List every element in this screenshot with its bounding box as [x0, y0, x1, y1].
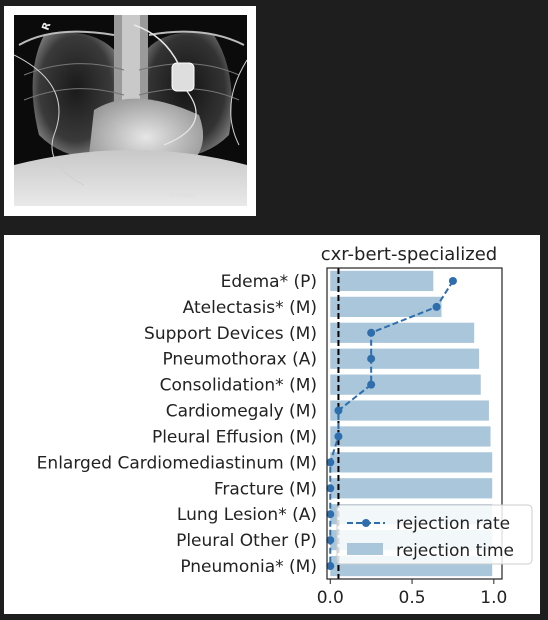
bar [330, 348, 480, 369]
chest-xray-image: R PORTABLE [14, 15, 247, 206]
legend: rejection rate rejection time [336, 504, 533, 565]
bar [330, 296, 442, 317]
y-tick-label: Cardiomegaly (M) [166, 402, 317, 422]
chart-panel: cxr-bert-specialized Edema* (P) Atelectas… [4, 235, 540, 614]
x-tick-label: 0.5 [399, 588, 426, 608]
series-line-rejection-rate [329, 280, 454, 567]
legend-box [336, 504, 533, 565]
y-tick-label: Fracture (M) [214, 479, 317, 499]
y-tick-label: Pleural Effusion (M) [152, 427, 317, 447]
point [326, 536, 335, 545]
x-tick-label: 1.0 [480, 588, 507, 608]
point [334, 406, 343, 415]
rejection-chart: cxr-bert-specialized Edema* (P) Atelectas… [37, 244, 533, 608]
bar [330, 478, 493, 499]
legend-bar-swatch [347, 543, 383, 555]
legend-label-rejection-time: rejection time [396, 541, 514, 561]
y-tick-label: Lung Lesion* (A) [177, 505, 317, 525]
bar [330, 400, 489, 421]
xray-side-marker: R [40, 21, 53, 32]
x-tick-label: 0.0 [317, 588, 344, 608]
bar [330, 322, 475, 343]
y-tick-label: Consolidation* (M) [160, 376, 317, 396]
xray-image-panel: R PORTABLE [4, 6, 256, 216]
plot-frame [326, 267, 503, 580]
y-tick-label: Pneumonia* (M) [180, 557, 317, 577]
point [326, 458, 335, 467]
legend-label-rejection-rate: rejection rate [396, 514, 510, 534]
point [367, 380, 376, 389]
bar [330, 452, 493, 473]
point [334, 432, 343, 441]
chart-title: cxr-bert-specialized [321, 244, 498, 265]
y-tick-label: Pneumothorax (A) [162, 350, 317, 370]
point [326, 510, 335, 519]
bar [330, 426, 491, 447]
point [367, 354, 376, 363]
y-tick-label: Enlarged Cardiomediastinum (M) [37, 453, 317, 473]
bar [330, 374, 481, 395]
point [367, 328, 376, 337]
y-tick-label: Support Devices (M) [144, 324, 317, 344]
legend-marker-swatch [362, 519, 370, 527]
bar [330, 270, 434, 292]
y-tick-label: Edema* (P) [221, 272, 317, 292]
point [432, 302, 441, 311]
y-tick-label: Atelectasis* (M) [183, 298, 317, 318]
y-tick-label: Pleural Other (P) [176, 531, 317, 551]
point [326, 484, 335, 493]
xray-burned-in-note: PORTABLE [170, 193, 196, 199]
point [448, 276, 457, 285]
point [326, 562, 335, 571]
